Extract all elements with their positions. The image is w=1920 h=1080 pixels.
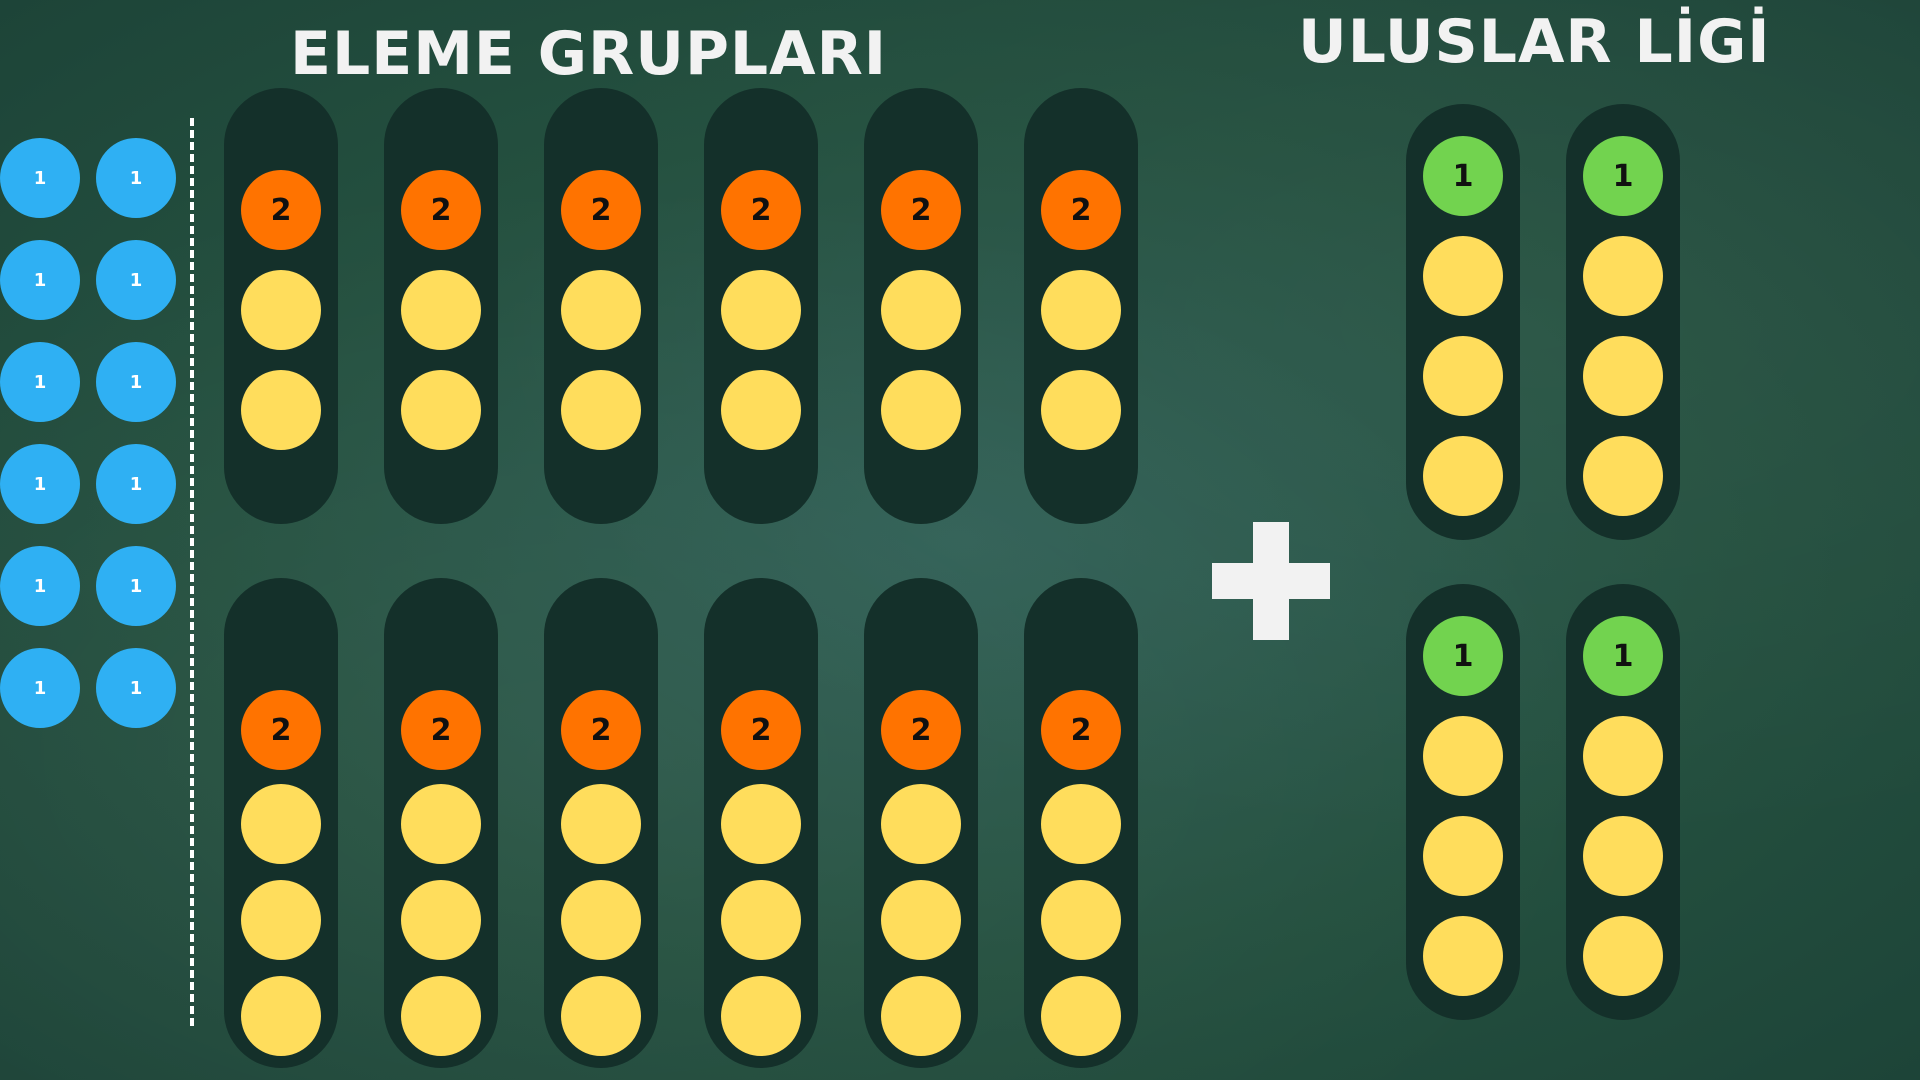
team-ball (241, 370, 321, 450)
team-ball (721, 270, 801, 350)
blue-ball: 1 (0, 138, 80, 218)
eleme-group-column: 2 (704, 578, 818, 1068)
eleme-group-column: 2 (544, 578, 658, 1068)
plus-icon (1212, 522, 1330, 640)
team-ball (721, 976, 801, 1056)
eleme-group-column: 2 (384, 88, 498, 524)
team-ball (721, 880, 801, 960)
seed-2-ball: 2 (401, 690, 481, 770)
uluslar-ligi-title: ULUSLAR LİGİ (1298, 7, 1771, 77)
team-ball (561, 370, 641, 450)
team-ball (1423, 916, 1503, 996)
team-ball (881, 784, 961, 864)
team-ball (561, 270, 641, 350)
team-ball (1583, 716, 1663, 796)
seed-2-ball: 2 (1041, 170, 1121, 250)
seed-1-ball: 1 (1583, 616, 1663, 696)
uluslar-group-column: 1 (1406, 584, 1520, 1020)
eleme-group-column: 2 (864, 578, 978, 1068)
team-ball (241, 880, 321, 960)
seed-1-ball: 1 (1423, 616, 1503, 696)
seed-1-ball: 1 (1583, 136, 1663, 216)
eleme-group-column: 2 (864, 88, 978, 524)
blue-ball: 1 (0, 240, 80, 320)
blue-ball: 1 (96, 546, 176, 626)
team-ball (881, 370, 961, 450)
eleme-group-column: 2 (224, 578, 338, 1068)
team-ball (241, 270, 321, 350)
team-ball (401, 270, 481, 350)
team-ball (561, 880, 641, 960)
seed-2-ball: 2 (241, 170, 321, 250)
team-ball (1583, 336, 1663, 416)
uluslar-group-column: 1 (1406, 104, 1520, 540)
team-ball (1423, 236, 1503, 316)
team-ball (561, 784, 641, 864)
blue-ball: 1 (96, 240, 176, 320)
team-ball (721, 784, 801, 864)
team-ball (1041, 370, 1121, 450)
seed-2-ball: 2 (1041, 690, 1121, 770)
team-ball (1583, 236, 1663, 316)
team-ball (1423, 816, 1503, 896)
blue-ball: 1 (96, 648, 176, 728)
team-ball (1583, 816, 1663, 896)
blue-ball: 1 (96, 138, 176, 218)
eleme-group-column: 2 (384, 578, 498, 1068)
uluslar-group-column: 1 (1566, 104, 1680, 540)
team-ball (1041, 270, 1121, 350)
seed-2-ball: 2 (561, 170, 641, 250)
eleme-group-column: 2 (704, 88, 818, 524)
seed-2-ball: 2 (721, 690, 801, 770)
team-ball (241, 784, 321, 864)
blue-ball: 1 (0, 342, 80, 422)
dashed-divider-line (190, 118, 194, 1026)
team-ball (881, 270, 961, 350)
seed-2-ball: 2 (401, 170, 481, 250)
eleme-group-column: 2 (1024, 578, 1138, 1068)
team-ball (401, 976, 481, 1056)
team-ball (401, 784, 481, 864)
seed-2-ball: 2 (241, 690, 321, 770)
team-ball (881, 880, 961, 960)
blue-ball: 1 (96, 444, 176, 524)
seed-2-ball: 2 (561, 690, 641, 770)
seed-1-ball: 1 (1423, 136, 1503, 216)
eleme-gruplari-title: ELEME GRUPLARI (290, 19, 888, 89)
team-ball (1041, 784, 1121, 864)
team-ball (721, 370, 801, 450)
seed-2-ball: 2 (881, 690, 961, 770)
eleme-group-column: 2 (544, 88, 658, 524)
blue-ball: 1 (0, 648, 80, 728)
blue-ball: 1 (96, 342, 176, 422)
team-ball (401, 880, 481, 960)
seed-2-ball: 2 (881, 170, 961, 250)
team-ball (1423, 716, 1503, 796)
team-ball (561, 976, 641, 1056)
team-ball (1583, 916, 1663, 996)
team-ball (1041, 880, 1121, 960)
team-ball (401, 370, 481, 450)
team-ball (1423, 436, 1503, 516)
team-ball (1583, 436, 1663, 516)
blue-ball: 1 (0, 546, 80, 626)
blue-ball: 1 (0, 444, 80, 524)
seed-2-ball: 2 (721, 170, 801, 250)
team-ball (241, 976, 321, 1056)
eleme-group-column: 2 (224, 88, 338, 524)
team-ball (881, 976, 961, 1056)
team-ball (1041, 976, 1121, 1056)
team-ball (1423, 336, 1503, 416)
uluslar-group-column: 1 (1566, 584, 1680, 1020)
eleme-group-column: 2 (1024, 88, 1138, 524)
